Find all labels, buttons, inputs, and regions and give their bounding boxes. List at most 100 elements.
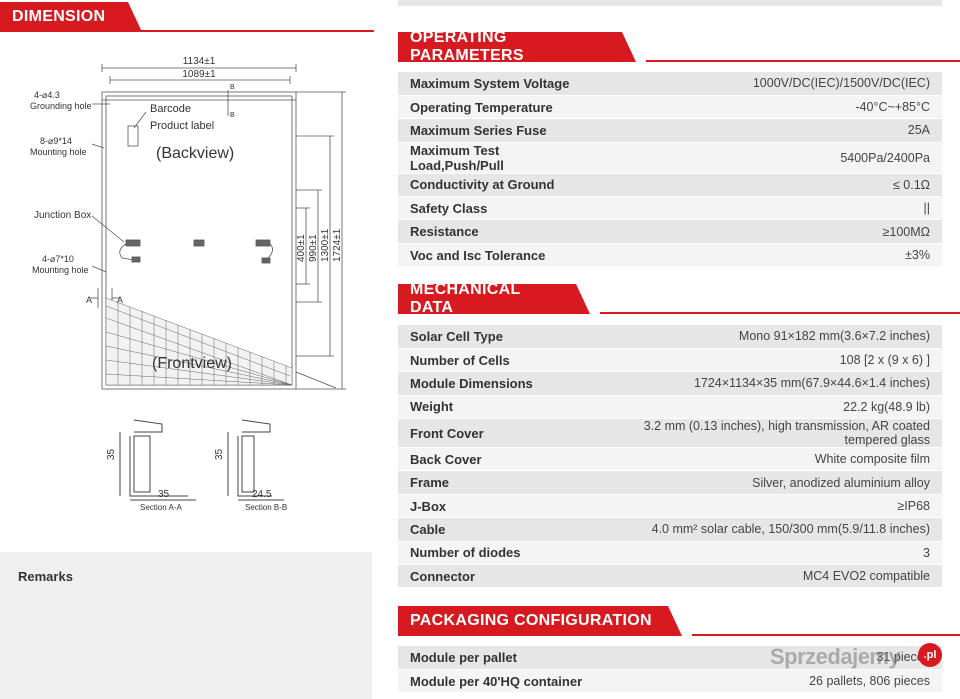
param-value: ||: [598, 196, 942, 221]
param-name: Maximum Test Load,Push/Pull: [398, 142, 598, 174]
section-a-width: 35: [158, 489, 170, 500]
table-row: Resistance≥100MΩ: [398, 219, 942, 244]
param-name: Voc and Isc Tolerance: [398, 243, 598, 268]
watermark-badge: .pl: [918, 643, 942, 667]
previous-table-fragment: [398, 0, 942, 6]
dimension-drawing: 1134±1 1089±1 B B 4-⌀4.3 Grounding hole …: [30, 56, 346, 512]
param-name: Front Cover: [398, 418, 598, 449]
param-name: Maximum System Voltage: [398, 72, 598, 96]
table-row: Operating Temperature-40°C~+85°C: [398, 95, 942, 120]
param-value: 4.0 mm² solar cable, 150/300 mm(5.9/11.8…: [598, 517, 942, 542]
param-value: ±3%: [598, 243, 942, 268]
param-value: ≥IP68: [598, 494, 942, 519]
param-value: 31 pieces: [598, 646, 942, 670]
mounting-hole-2-label: Mounting hole: [32, 265, 89, 275]
param-name: Module per 40'HQ container: [398, 669, 598, 694]
specs-column: OPERATING PARAMETERS Maximum System Volt…: [398, 0, 960, 699]
mechanical-title: MECHANICAL DATA: [398, 284, 590, 314]
operating-header: OPERATING PARAMETERS: [398, 30, 960, 62]
packaging-header: PACKAGING CONFIGURATION: [398, 604, 960, 636]
param-value: 108 [2 x (9 x 6) ]: [598, 348, 942, 373]
table-row: J-Box≥IP68: [398, 494, 942, 519]
dim-1724: 1724±1: [332, 228, 343, 262]
remarks-title: Remarks: [18, 569, 73, 584]
grounding-hole-spec: 4-⌀4.3: [34, 90, 60, 100]
param-name: J-Box: [398, 494, 598, 519]
table-row: Safety Class||: [398, 196, 942, 221]
dim-400: 400±1: [296, 234, 307, 262]
remarks-box: Remarks: [0, 552, 372, 699]
param-value: MC4 EVO2 compatible: [598, 564, 942, 589]
grounding-hole-label: Grounding hole: [30, 101, 92, 111]
section-b-height: 35: [214, 448, 225, 460]
param-name: Module Dimensions: [398, 371, 598, 396]
section-a-height: 35: [106, 448, 117, 460]
b-mark-top: B: [230, 84, 235, 91]
param-value: 1724×1134×35 mm(67.9×44.6×1.4 inches): [598, 371, 942, 396]
a-mark-right: A: [117, 295, 123, 305]
mounting-hole-1-spec: 8-⌀9*14: [40, 136, 72, 146]
param-name: Number of Cells: [398, 348, 598, 373]
param-name: Resistance: [398, 219, 598, 244]
param-value: White composite film: [598, 447, 942, 472]
param-name: Conductivity at Ground: [398, 173, 598, 198]
mounting-hole-1-label: Mounting hole: [30, 147, 87, 157]
param-value: 25A: [598, 118, 942, 143]
param-value: 22.2 kg(48.9 lb): [598, 395, 942, 420]
frontview-label: (Frontview): [152, 355, 232, 372]
dimension-section: DIMENSION: [0, 0, 374, 699]
table-row: Conductivity at Ground≤ 0.1Ω: [398, 173, 942, 198]
barcode-label: Barcode: [150, 103, 191, 115]
dim-width-outer: 1134±1: [183, 56, 216, 67]
param-value: 1000V/DC(IEC)/1500V/DC(IEC): [598, 72, 942, 96]
param-value: 26 pallets, 806 pieces: [598, 669, 942, 694]
watermark-text: Sprzedajemy: [770, 644, 901, 669]
section-a-name: Section A-A: [140, 503, 182, 512]
mechanical-header: MECHANICAL DATA: [398, 282, 960, 314]
param-value: Mono 91×182 mm(3.6×7.2 inches): [598, 325, 942, 349]
junction-box-label: Junction Box: [34, 210, 91, 221]
param-value: 5400Pa/2400Pa: [598, 142, 942, 174]
param-name: Maximum Series Fuse: [398, 118, 598, 143]
dim-990: 990±1: [308, 234, 319, 262]
a-mark-left: A: [86, 295, 92, 305]
mounting-hole-2-spec: 4-⌀7*10: [42, 254, 74, 264]
param-name: Safety Class: [398, 196, 598, 221]
param-name: Back Cover: [398, 447, 598, 472]
param-value: ≤ 0.1Ω: [598, 173, 942, 198]
param-name: Weight: [398, 395, 598, 420]
packaging-title: PACKAGING CONFIGURATION: [398, 606, 682, 636]
backview-label: (Backview): [156, 145, 234, 162]
param-name: Module per pallet: [398, 646, 598, 670]
operating-title: OPERATING PARAMETERS: [398, 32, 636, 62]
dim-1300: 1300±1: [320, 228, 331, 262]
dim-width-inner: 1089±1: [182, 69, 216, 80]
b-mark-bottom: B: [230, 112, 235, 119]
param-name: Frame: [398, 470, 598, 495]
param-name: Connector: [398, 564, 598, 589]
param-name: Solar Cell Type: [398, 325, 598, 349]
product-label-label: Product label: [150, 120, 214, 132]
table-row: Voc and Isc Tolerance±3%: [398, 243, 942, 268]
param-value: Silver, anodized aluminium alloy: [598, 470, 942, 495]
param-value: 3.2 mm (0.13 inches), high transmission,…: [598, 418, 942, 449]
dimension-header: DIMENSION: [0, 0, 374, 32]
section-b-width: 24.5: [252, 489, 272, 500]
param-name: Operating Temperature: [398, 95, 598, 120]
